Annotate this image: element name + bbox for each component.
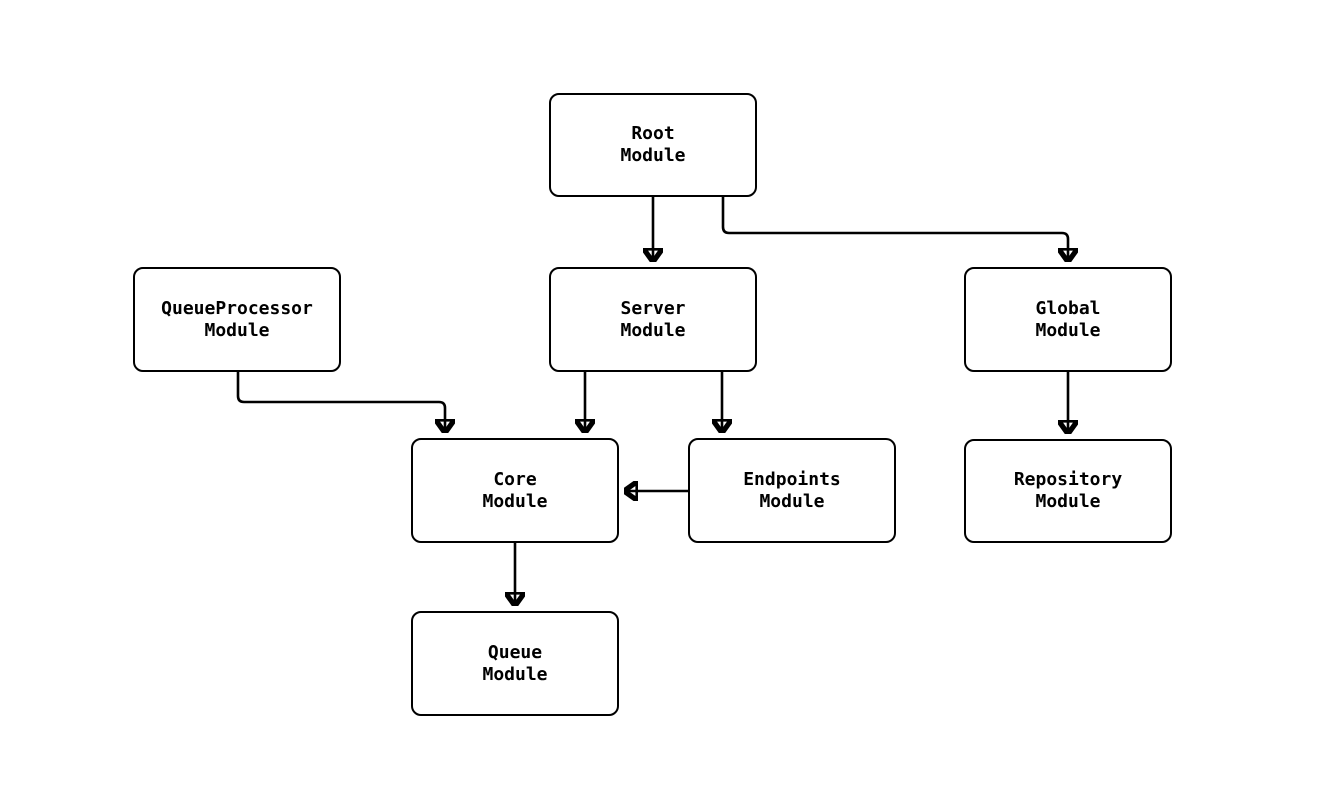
edge-root-to-global: [721, 197, 1068, 262]
node-root-module-label: Root Module: [620, 123, 686, 166]
node-core-module-label: Core Module: [482, 468, 548, 512]
node-queue-module-label: Queue Module: [482, 641, 548, 685]
node-server-module-label: Server Module: [620, 297, 686, 341]
node-queueprocessor-module: QueueProcessor Module: [133, 267, 341, 372]
edge-queueprocessor-to-core: [236, 372, 445, 433]
node-repository-module: Repository Module: [964, 439, 1172, 543]
node-repository-module-label: Repository Module: [1013, 469, 1123, 512]
node-queue-module: Queue Module: [411, 611, 619, 716]
node-endpoints-module: Endpoints Module: [688, 438, 896, 543]
node-server-module: Server Module: [549, 267, 757, 372]
node-queueprocessor-module-label: QueueProcessor Module: [161, 297, 313, 341]
node-core-module: Core Module: [411, 438, 619, 543]
node-global-module-label: Global Module: [1035, 297, 1101, 341]
node-endpoints-module-label: Endpoints Module: [743, 468, 841, 512]
node-global-module: Global Module: [964, 267, 1172, 372]
node-root-module: Root Module: [549, 93, 757, 197]
